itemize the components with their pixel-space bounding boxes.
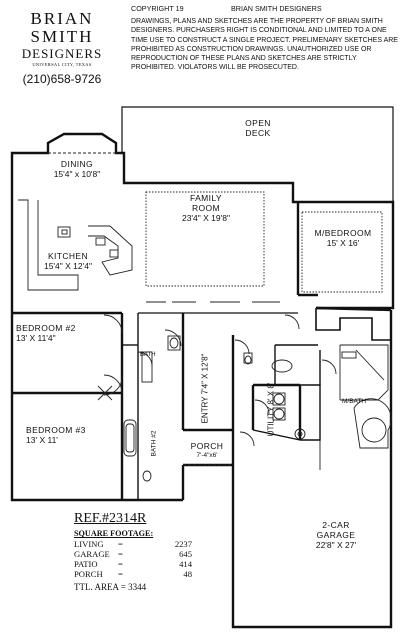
garage-name-line2: GARAGE	[316, 529, 356, 540]
garage-wall	[231, 310, 393, 629]
sqft-row-label: PORCH	[74, 569, 103, 579]
bed2-name: BEDROOM #2	[16, 323, 76, 333]
master-bath-label: M/BATH	[342, 398, 367, 405]
master-dim: 15' X 16'	[326, 237, 360, 248]
sqft-row-equals: =	[118, 569, 123, 579]
open-deck-label: OPEN DECK	[214, 118, 302, 139]
master-bedroom-label: M/BEDROOM 15' X 16'	[302, 228, 384, 249]
kitchen-label: KITCHEN 15'4" X 12'4"	[26, 251, 110, 272]
deck-name-line1: OPEN	[245, 118, 271, 128]
company-block: BRIAN SMITH DESIGNERS UNIVERSAL CITY, TE…	[6, 10, 118, 88]
copyright-block: COPYRIGHT 19 BRIAN SMITH DESIGNERS DRAWI…	[131, 4, 399, 73]
sqft-row-value: 48	[183, 569, 192, 579]
total-area: TTL. AREA = 3344	[74, 582, 147, 592]
exterior-wall-west	[10, 313, 183, 502]
copyright-notice: DRAWINGS, PLANS AND SKETCHES ARE THE PRO…	[131, 18, 398, 72]
master-name: M/BEDROOM	[314, 228, 372, 238]
porch-name: PORCH	[190, 441, 224, 451]
company-location: UNIVERSAL CITY, TEXAS	[32, 62, 92, 67]
garage-label: 2-CAR GARAGE 22'8" X 27'	[294, 520, 378, 550]
bedroom3-label: BEDROOM #3 13' X 11'	[26, 425, 112, 446]
bed3-name: BEDROOM #3	[26, 425, 86, 435]
sqft-row-equals: =	[118, 539, 123, 549]
kitchen-name: KITCHEN	[47, 251, 89, 261]
copyright-label: COPYRIGHT 19	[131, 4, 184, 13]
utility-label: UTILITY 8' X 8'	[266, 382, 276, 437]
family-dim: 23'4" X 19'8"	[181, 212, 231, 223]
sqft-row-label: PATIO	[74, 559, 98, 569]
sqft-row-value: 645	[179, 549, 192, 559]
sqft-title: SQUARE FOOTAGE:	[74, 529, 154, 538]
sqft-row: PATIO = 414	[74, 559, 192, 569]
sqft-row-equals: =	[118, 559, 123, 569]
family-name-line1: FAMILY	[189, 193, 222, 203]
kitchen-counter	[18, 199, 79, 291]
sqft-row: GARAGE = 645	[74, 549, 192, 559]
bed3-dim: 13' X 11'	[26, 434, 58, 445]
sqft-row: PORCH = 48	[74, 569, 192, 579]
copyright-owner: BRIAN SMITH DESIGNERS	[231, 4, 322, 13]
family-name-line2: ROOM	[191, 202, 221, 213]
family-room-label: FAMILY ROOM 23'4" X 19'8"	[148, 193, 264, 223]
dining-name: DINING	[60, 159, 94, 169]
entry-label: ENTRY 7'4" X 12'8"	[200, 353, 210, 424]
plan-reference: REF.#2314R	[74, 511, 147, 526]
company-name: BRIAN SMITH	[30, 9, 94, 46]
bath2-label: BATH #2	[150, 430, 158, 457]
sqft-row-equals: =	[118, 549, 123, 559]
dining-dim: 15'4" x 10'8"	[53, 168, 101, 179]
sqft-row-value: 2237	[174, 539, 192, 549]
square-footage-table: SQUARE FOOTAGE: LIVING = 2237 GARAGE = 6…	[74, 529, 192, 579]
sqft-row-label: GARAGE	[74, 549, 110, 559]
porch-label: PORCH 7'-4"x6'	[185, 441, 229, 459]
dining-label: DINING 15'4" x 10'8"	[32, 159, 122, 180]
garage-name-line1: 2-CAR	[322, 520, 350, 530]
company-phone: (210)658-9726	[22, 72, 102, 86]
kitchen-dim: 15'4" X 12'4"	[43, 260, 93, 271]
porch-dim: 7'-4"x6'	[196, 451, 218, 459]
bath-label: BATH	[140, 352, 156, 358]
bed2-dim: 13' X 11'4"	[16, 332, 56, 343]
deck-name-line2: DECK	[245, 127, 271, 138]
bedroom2-label: BEDROOM #2 13' X 11'4"	[16, 323, 102, 344]
sqft-row-value: 414	[179, 559, 192, 569]
sqft-row-label: LIVING	[74, 539, 104, 549]
garage-dim: 22'8" X 27'	[315, 539, 357, 550]
sqft-row: LIVING = 2237	[74, 539, 192, 549]
company-subtitle: DESIGNERS	[21, 46, 103, 61]
